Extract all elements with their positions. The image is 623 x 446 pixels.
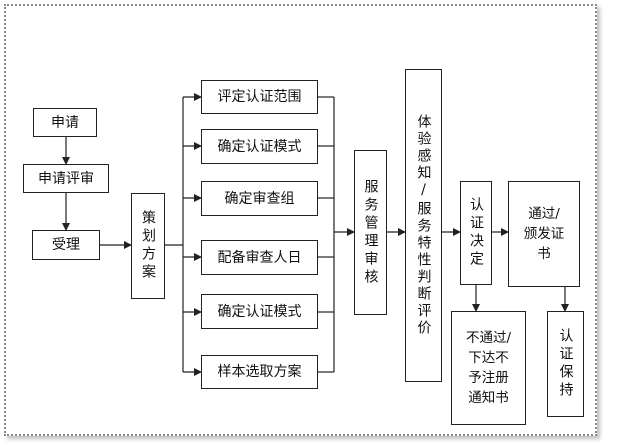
node-application-review: 申请评审 [23, 164, 109, 193]
pass-line-3: 书 [537, 246, 551, 262]
node-step-scope: 评定认证范围 [201, 80, 318, 114]
node-apply: 申请 [33, 108, 97, 137]
pass-line-1: 通过/ [528, 206, 560, 222]
fail-line-1: 不通过/ [465, 330, 512, 346]
node-cert-decision: 认证决定 [460, 181, 492, 285]
node-pass-issue-cert: 通过/ 颁发证 书 [508, 181, 580, 287]
node-fail-notice: 不通过/ 下达不 予注册 通知书 [451, 311, 526, 425]
node-plan: 策划方案 [131, 193, 165, 299]
node-step-team: 确定审查组 [201, 181, 318, 216]
node-experience-evaluation: 体验感知/服务特性判断评价 [405, 69, 442, 382]
node-step-mode-2: 确定认证模式 [201, 294, 318, 329]
node-step-sampling: 样本选取方案 [201, 355, 318, 389]
fail-line-4: 通知书 [468, 390, 509, 406]
node-service-mgmt-audit: 服务管理审核 [354, 150, 387, 315]
pass-line-2: 颁发证 [523, 226, 565, 242]
fail-line-3: 予注册 [468, 370, 509, 386]
node-accept: 受理 [32, 230, 100, 260]
node-step-persondays: 配备审查人日 [201, 240, 318, 275]
fail-line-2: 下达不 [468, 350, 509, 366]
node-step-mode: 确定认证模式 [201, 129, 318, 164]
node-cert-maintain: 认证保持 [547, 311, 584, 417]
